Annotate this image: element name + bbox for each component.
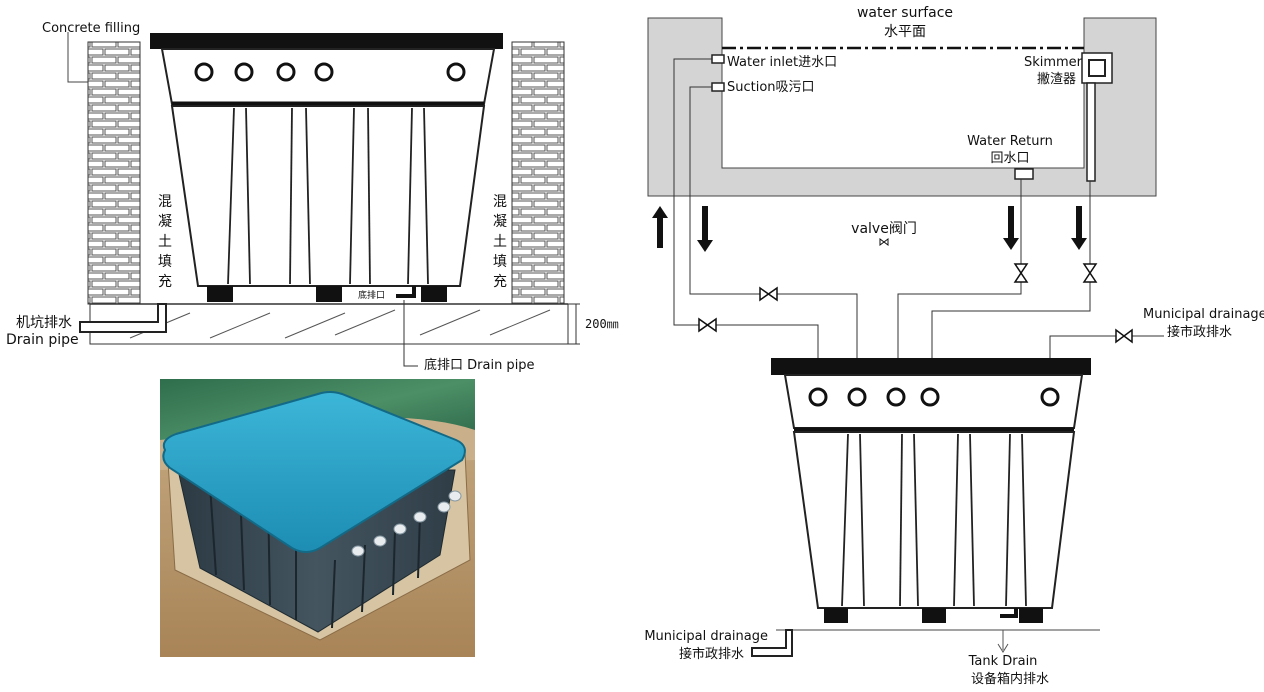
concrete-fill-cn-right: 混 凝 土 填 充 [492,192,508,292]
pit-drain-cn-label: 机坑排水 [16,315,72,331]
char: 混 [158,194,172,210]
suction-label: Suction吸污口 [727,80,815,95]
tank-drain-en-label: Tank Drain [968,654,1038,669]
tank-drain-cn-label: 设备箱内排水 [970,672,1050,687]
municipal-top-en-label: Municipal drainage [1143,307,1264,322]
char: 填 [158,254,172,270]
skimmer-en-label: Skimmer [1023,55,1082,70]
char: 土 [158,234,172,250]
tank-3d-render [160,379,475,657]
concrete-filling-label: Concrete filling [42,21,141,36]
water-inlet-label: Water inlet进水口 [727,55,838,70]
water-return-en-label: Water Return [967,134,1053,149]
pool-piping-diagram [647,17,1164,657]
bottom-drain-label: 底排口 Drain pipe [424,358,535,373]
water-surface-en-label: water surface [856,5,954,21]
valve-label: valve阀门 [851,221,917,237]
municipal-top-cn-label: 接市政排水 [1167,325,1233,340]
concrete-fill-cn-left: 混 凝 土 填 充 [157,192,173,292]
skimmer-cn-label: 撇渣器 [1036,72,1076,87]
municipal-bottom-en-label: Municipal drainage [644,629,768,644]
municipal-bottom-cn-label: 接市政排水 [678,647,744,662]
brick-wall-left [87,41,141,305]
char: 充 [493,274,507,290]
char: 充 [158,274,172,290]
depth-dimension-label: 200㎜ [585,317,619,331]
brick-wall-right [511,41,565,305]
char: 填 [493,254,507,270]
char: 凝 [493,214,507,230]
char: 混 [493,194,507,210]
valve-icons [698,238,1133,344]
char: 土 [493,234,507,250]
bottom-outlet-small-label: 底排口 [358,291,386,301]
cross-section-diagram [67,32,580,367]
char: 凝 [158,214,172,230]
water-return-cn-label: 回水口 [990,151,1030,166]
tank-lid [150,33,503,49]
water-surface-cn-label: 水平面 [884,24,926,40]
pit-drain-en-label: Drain pipe [6,332,79,348]
